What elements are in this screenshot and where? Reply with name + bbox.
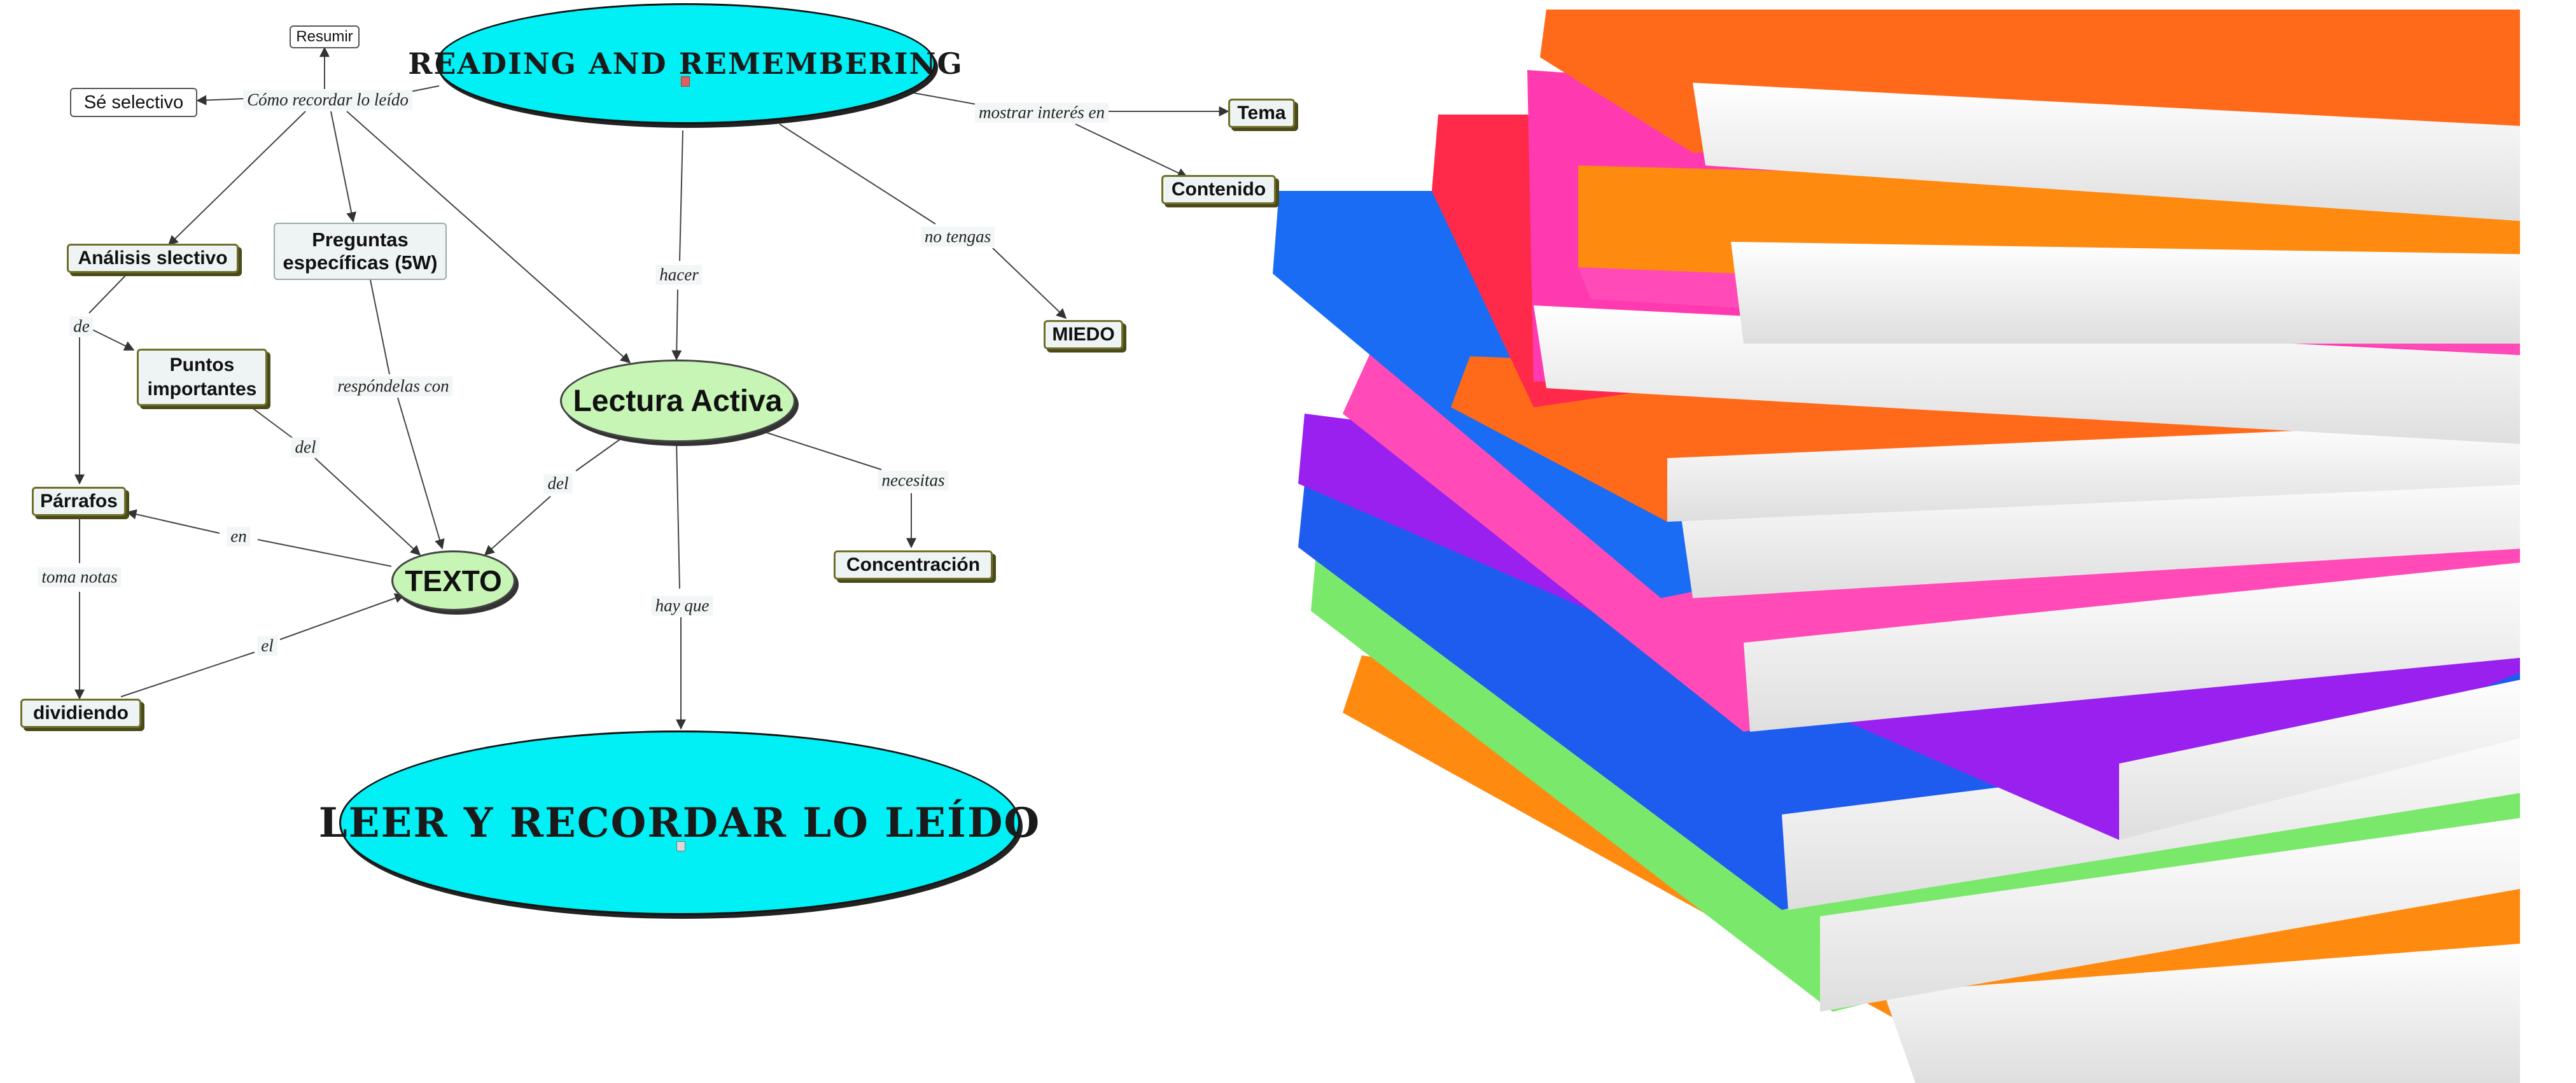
concept-se-selectivo[interactable]: Sé selectivo <box>70 88 197 117</box>
link-mostrar-interes[interactable]: mostrar interés en <box>975 102 1109 123</box>
title-node[interactable]: READING AND REMEMBERING <box>408 3 962 124</box>
concept-puntos-importantes[interactable]: Puntos importantes <box>137 349 267 406</box>
goal-resource-icon[interactable] <box>676 841 685 851</box>
link-en[interactable]: en <box>227 526 251 547</box>
resource-icon[interactable] <box>681 76 690 87</box>
goal-node[interactable]: LEER Y RECORDAR LO LEÍDO <box>319 730 1039 915</box>
concept-preguntas[interactable]: Preguntas específicas (5W) <box>274 223 447 280</box>
concept-texto[interactable]: TEXTO <box>391 550 515 611</box>
concept-miedo[interactable]: MIEDO <box>1044 320 1123 349</box>
link-necesitas[interactable]: necesitas <box>878 470 949 491</box>
link-del-lectura[interactable]: del <box>543 473 573 494</box>
concept-resumir[interactable]: Resumir <box>290 25 360 48</box>
concept-dividiendo[interactable]: dividiendo <box>20 699 141 728</box>
concept-contenido[interactable]: Contenido <box>1161 175 1276 204</box>
book-stack-image <box>1247 0 2545 1083</box>
concept-tema[interactable]: Tema <box>1228 99 1295 128</box>
goal-text: LEER Y RECORDAR LO LEÍDO <box>318 799 1041 847</box>
link-respondelas[interactable]: respóndelas con <box>333 376 453 396</box>
concept-parrafos[interactable]: Párrafos <box>32 487 126 516</box>
link-del-puntos[interactable]: del <box>291 437 320 458</box>
concept-analisis-selectivo[interactable]: Análisis slectivo <box>67 244 239 273</box>
link-de[interactable]: de <box>69 316 94 337</box>
link-hacer[interactable]: hacer <box>655 265 703 285</box>
link-como-recordar[interactable]: Cómo recordar lo leído <box>243 90 412 110</box>
link-hay-que[interactable]: hay que <box>651 596 713 616</box>
link-no-tengas[interactable]: no tengas <box>920 227 995 247</box>
concept-lectura-activa[interactable]: Lectura Activa <box>560 360 795 442</box>
title-text: READING AND REMEMBERING <box>408 46 963 81</box>
link-el[interactable]: el <box>257 636 277 656</box>
concept-concentracion[interactable]: Concentración <box>834 550 993 580</box>
link-toma-notas[interactable]: toma notas <box>38 567 122 587</box>
